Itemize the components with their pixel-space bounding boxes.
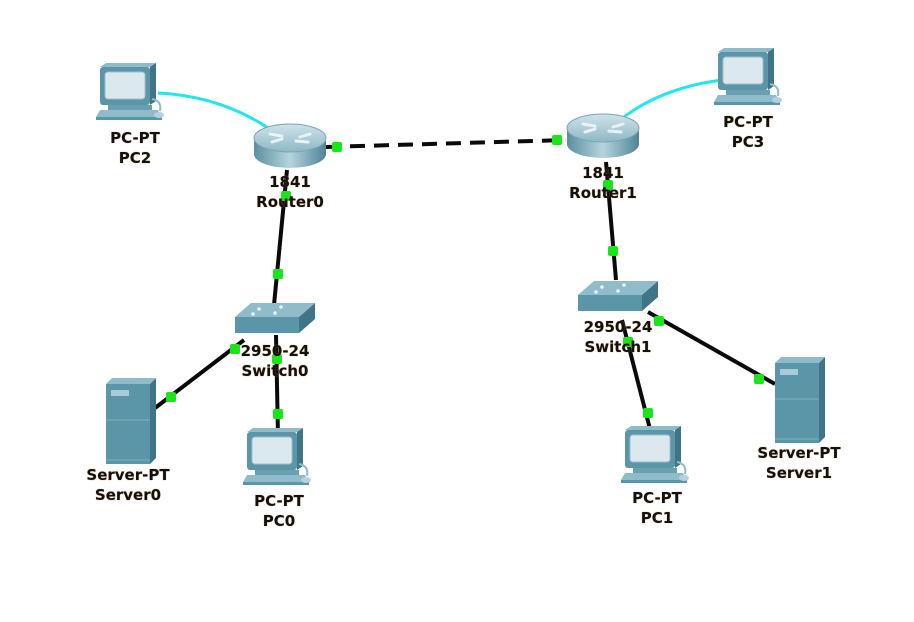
device-model: 1841: [269, 173, 311, 191]
device-name: Switch1: [584, 338, 652, 356]
link-pc2-router0[interactable]: [157, 91, 269, 130]
pc-icon-pc0[interactable]: [243, 428, 311, 485]
device-model: Server-PT: [757, 444, 841, 462]
device-label-pc1: PC-PT PC1: [632, 488, 682, 528]
link-status-router0-port: [281, 191, 291, 201]
server-icon-server1[interactable]: [775, 357, 825, 443]
device-name: Server1: [765, 464, 833, 482]
switch-icon-switch0[interactable]: [235, 303, 315, 333]
pc-icon-pc1[interactable]: [621, 426, 689, 483]
pc-icon-pc3[interactable]: [714, 48, 782, 105]
link-router0-router1[interactable]: [325, 138, 567, 149]
link-status-pc1-port: [643, 408, 653, 418]
device-name: PC3: [731, 133, 765, 151]
device-label-server0: Server-PT Server0: [86, 465, 169, 505]
link-status-server1-port: [754, 374, 764, 384]
device-name: PC1: [640, 509, 674, 527]
device-name: Server0: [94, 486, 162, 504]
device-model: PC-PT: [254, 492, 304, 510]
link-pc3-router1[interactable]: [619, 78, 723, 122]
device-model: PC-PT: [632, 489, 682, 507]
device-label-pc3: PC-PT PC3: [723, 112, 773, 152]
link-status-server0-port: [166, 392, 176, 402]
device-model: 2950-24: [583, 318, 653, 336]
pc-icon-pc2[interactable]: [96, 63, 164, 120]
link-status-switch0-port: [273, 269, 283, 279]
device-name: PC0: [262, 512, 296, 530]
device-model: Server-PT: [86, 466, 170, 484]
device-model: PC-PT: [723, 113, 773, 131]
link-status-switch0-port: [230, 344, 240, 354]
link-switch1-server1[interactable]: [647, 310, 776, 386]
device-model: 1841: [582, 164, 624, 182]
link-status-switch1-port: [608, 246, 618, 256]
link-status-switch1-port: [654, 316, 664, 326]
router-icon-router0[interactable]: [253, 123, 327, 168]
link-status-switch0-port: [272, 354, 282, 364]
device-label-pc0: PC-PT PC0: [254, 491, 304, 531]
link-switch0-pc0[interactable]: [274, 334, 280, 437]
device-model: PC-PT: [110, 129, 160, 147]
device-name: Router0: [256, 193, 324, 211]
link-status-router1-port: [552, 135, 562, 145]
device-name: PC2: [118, 149, 152, 167]
link-status-router1-port: [603, 180, 613, 190]
link-status-router0-port: [332, 142, 342, 152]
link-status-pc0-port: [273, 409, 283, 419]
server-icon-server0[interactable]: [106, 378, 156, 464]
link-status-switch1-port: [623, 337, 633, 347]
router-icon-router1[interactable]: [566, 113, 640, 158]
device-model: 2950-24: [240, 342, 310, 360]
switch-icon-switch1[interactable]: [578, 281, 658, 311]
device-label-server1: Server-PT Server1: [757, 443, 840, 483]
device-label-pc2: PC-PT PC2: [110, 128, 160, 168]
device-name: Switch0: [241, 362, 309, 380]
device-name: Router1: [569, 184, 637, 202]
